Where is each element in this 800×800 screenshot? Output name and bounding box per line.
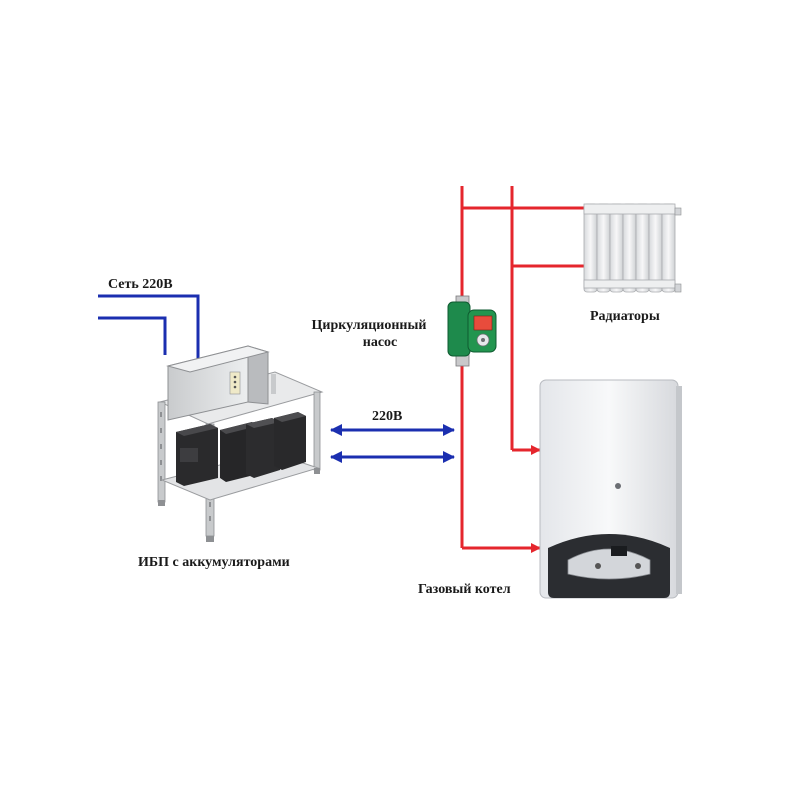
voltage-label: 220В (372, 409, 403, 424)
boiler-label: Газовый котел (418, 582, 511, 597)
ups-label: ИБП с аккумуляторами (138, 555, 290, 570)
radiator-icon (583, 203, 682, 293)
gas-boiler-icon (539, 379, 682, 599)
mains-cable-1 (98, 294, 200, 362)
circulation-pump-icon (447, 295, 497, 367)
hot-water-pipes (460, 186, 584, 553)
pump-label-line2: насос (362, 335, 398, 350)
power-cables (98, 294, 455, 463)
mains-cable-2 (98, 316, 167, 355)
pump-label-line1: Циркуляционный (311, 318, 427, 333)
mains-label: Сеть 220В (108, 277, 173, 292)
radiators-label: Радиаторы (590, 309, 660, 324)
ups-battery-rack-icon (157, 345, 324, 542)
pump-label: Циркуляционный насос (295, 317, 443, 351)
